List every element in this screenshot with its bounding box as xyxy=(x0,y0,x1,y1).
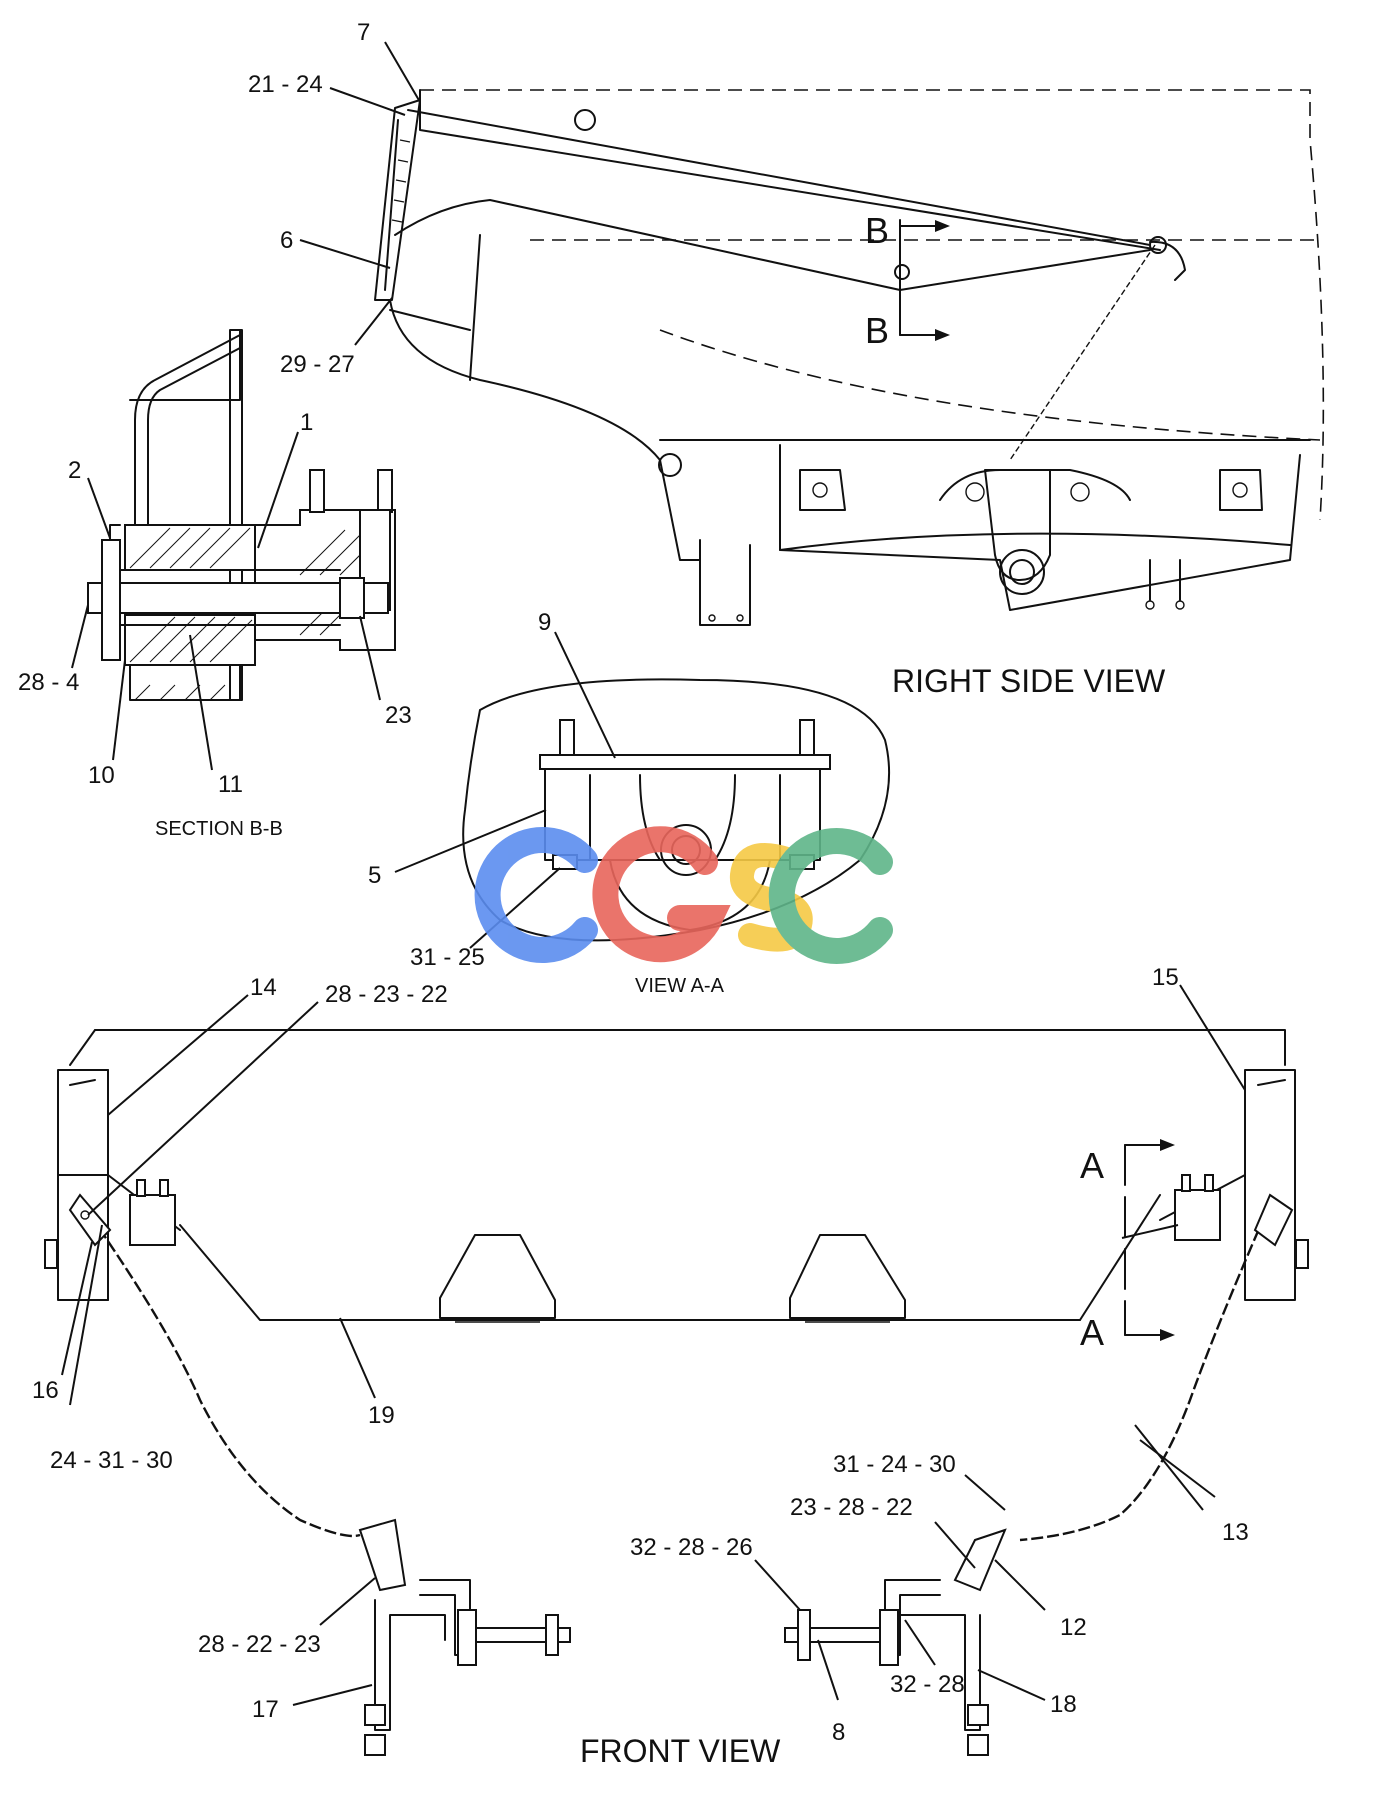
right-side-chain xyxy=(1009,236,1167,461)
front-view-drawing: A A xyxy=(44,1029,1309,1756)
front-view-title: FRONT VIEW xyxy=(580,1733,781,1769)
callout-23-28-22: 23 - 28 - 22 xyxy=(790,1494,913,1521)
callout-2: 2 xyxy=(68,457,81,484)
section-bb-drawing xyxy=(87,329,396,701)
right-chain xyxy=(1019,1214,1267,1542)
callout-7: 7 xyxy=(357,19,370,46)
left-chain xyxy=(89,1214,361,1538)
callout-12: 12 xyxy=(1060,1614,1087,1641)
leader-lines xyxy=(61,41,1246,1706)
callout-15: 15 xyxy=(1152,964,1179,991)
callout-29-27: 29 - 27 xyxy=(280,351,355,378)
callout-28-23-22: 28 - 23 - 22 xyxy=(325,981,448,1008)
section-mark-b-bottom: B xyxy=(865,310,889,351)
view-aa-drawing xyxy=(462,678,891,942)
callout-6: 6 xyxy=(280,227,293,254)
callout-21-24: 21 - 24 xyxy=(248,71,323,98)
callout-24-31-30: 24 - 31 - 30 xyxy=(50,1447,173,1474)
callout-31-24-30: 31 - 24 - 30 xyxy=(833,1451,956,1478)
callout-9: 9 xyxy=(538,609,551,636)
view-aa-title: VIEW A-A xyxy=(635,975,725,997)
right-side-view-title: RIGHT SIDE VIEW xyxy=(892,663,1166,699)
callout-31-25: 31 - 25 xyxy=(410,944,485,971)
callout-32-28-26: 32 - 28 - 26 xyxy=(630,1534,753,1561)
callout-10: 10 xyxy=(88,762,115,789)
plate-bolts xyxy=(391,139,411,223)
callout-16: 16 xyxy=(32,1377,59,1404)
callout-14: 14 xyxy=(250,974,277,1001)
section-mark-a-bottom: A xyxy=(1080,1312,1104,1353)
callout-labels: 7 21 - 24 6 29 - 27 2 1 28 - 4 23 10 11 … xyxy=(18,19,1249,1746)
callout-28-22-23: 28 - 22 - 23 xyxy=(198,1631,321,1658)
section-mark-b-top: B xyxy=(865,210,889,251)
callout-5: 5 xyxy=(368,862,381,889)
lower-hatching xyxy=(134,684,226,701)
callout-17: 17 xyxy=(252,1696,279,1723)
right-side-view-drawing: B B xyxy=(374,89,1325,626)
callout-1: 1 xyxy=(300,409,313,436)
callout-28-4: 28 - 4 xyxy=(18,669,79,696)
section-bb-title: SECTION B-B xyxy=(155,818,283,840)
callout-18: 18 xyxy=(1050,1691,1077,1718)
cgsc-watermark-logo xyxy=(474,826,893,964)
callout-8: 8 xyxy=(832,1719,845,1746)
callout-23: 23 xyxy=(385,702,412,729)
callout-11: 11 xyxy=(218,771,243,798)
view-titles: RIGHT SIDE VIEW SECTION B-B VIEW A-A FRO… xyxy=(155,663,1166,1769)
callout-32-28: 32 - 28 xyxy=(890,1671,965,1698)
callout-13: 13 xyxy=(1222,1519,1249,1546)
section-mark-a-top: A xyxy=(1080,1145,1104,1186)
callout-19: 19 xyxy=(368,1402,395,1429)
